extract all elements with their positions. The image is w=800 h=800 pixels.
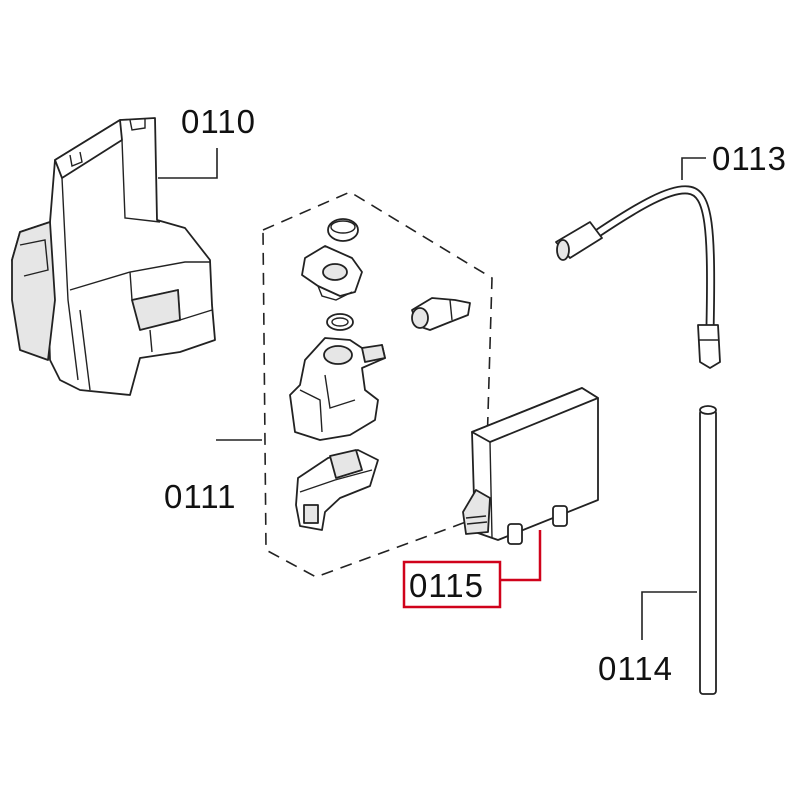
label-0113: 0113 xyxy=(712,140,787,177)
highlight-frame-0115 xyxy=(402,560,502,609)
valve-connector xyxy=(295,449,379,531)
label-0114: 0114 xyxy=(598,650,673,687)
label-0115: 0115 xyxy=(409,567,484,604)
leader-0113 xyxy=(681,157,706,180)
part-0115-module xyxy=(462,387,599,545)
leader-0110 xyxy=(158,148,218,179)
part-0113-hose xyxy=(555,185,721,369)
valve-o-ring xyxy=(326,313,354,331)
part-0114-tube xyxy=(699,405,717,695)
part-0111-valve-group xyxy=(262,191,493,578)
leader-0115 xyxy=(500,530,542,582)
valve-body xyxy=(289,337,386,441)
valve-clip xyxy=(301,245,363,301)
leader-0114 xyxy=(641,591,697,640)
valve-cap xyxy=(327,218,359,242)
label-0111: 0111 xyxy=(164,478,237,515)
part-0110-housing xyxy=(11,117,216,396)
label-0110: 0110 xyxy=(181,103,256,140)
valve-nozzle xyxy=(411,297,471,331)
